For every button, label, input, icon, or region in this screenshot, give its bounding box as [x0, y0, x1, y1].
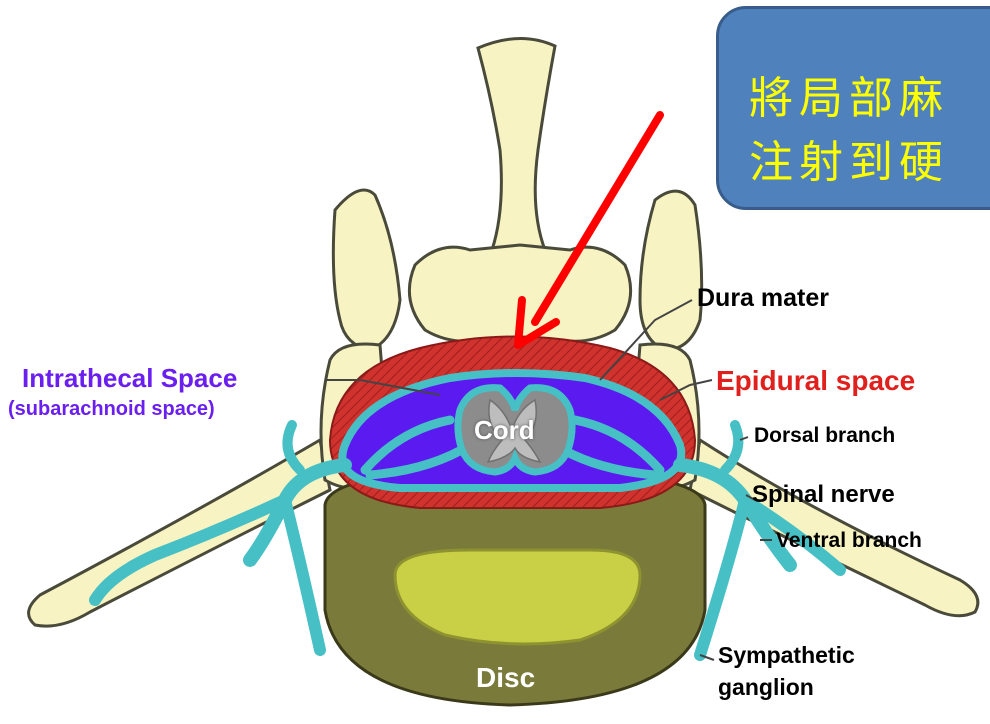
- spinous-process: [478, 38, 555, 250]
- left-transverse-process: [29, 440, 330, 626]
- left-dorsal-branch: [288, 425, 301, 470]
- label-ganglion: ganglion: [718, 676, 814, 699]
- nucleus-pulposus: [395, 550, 640, 644]
- label-subarachnoid-space: (subarachnoid space): [8, 399, 215, 419]
- label-intrathecal-space: Intrathecal Space: [22, 365, 237, 391]
- label-spinal-nerve: Spinal nerve: [752, 483, 895, 507]
- label-dura-mater: Dura mater: [697, 286, 829, 311]
- right-ventral-branch: [700, 500, 745, 655]
- callout-line-2: 注射到硬: [749, 131, 949, 195]
- label-sympathetic: Sympathetic: [718, 644, 855, 667]
- callout-text: 將局部麻 注射到硬: [749, 67, 949, 195]
- label-epidural-space: Epidural space: [716, 367, 915, 395]
- label-disc: Disc: [476, 664, 535, 692]
- label-ventral-branch: Ventral branch: [776, 530, 922, 551]
- callout-line-1: 將局部麻: [749, 67, 949, 131]
- left-articular-process: [333, 190, 400, 350]
- label-cord: Cord: [474, 417, 535, 443]
- callout-box: 將局部麻 注射到硬: [716, 6, 990, 210]
- label-dorsal-branch: Dorsal branch: [754, 425, 895, 446]
- left-ventral-branch: [285, 500, 320, 650]
- right-dorsal-branch: [725, 425, 738, 470]
